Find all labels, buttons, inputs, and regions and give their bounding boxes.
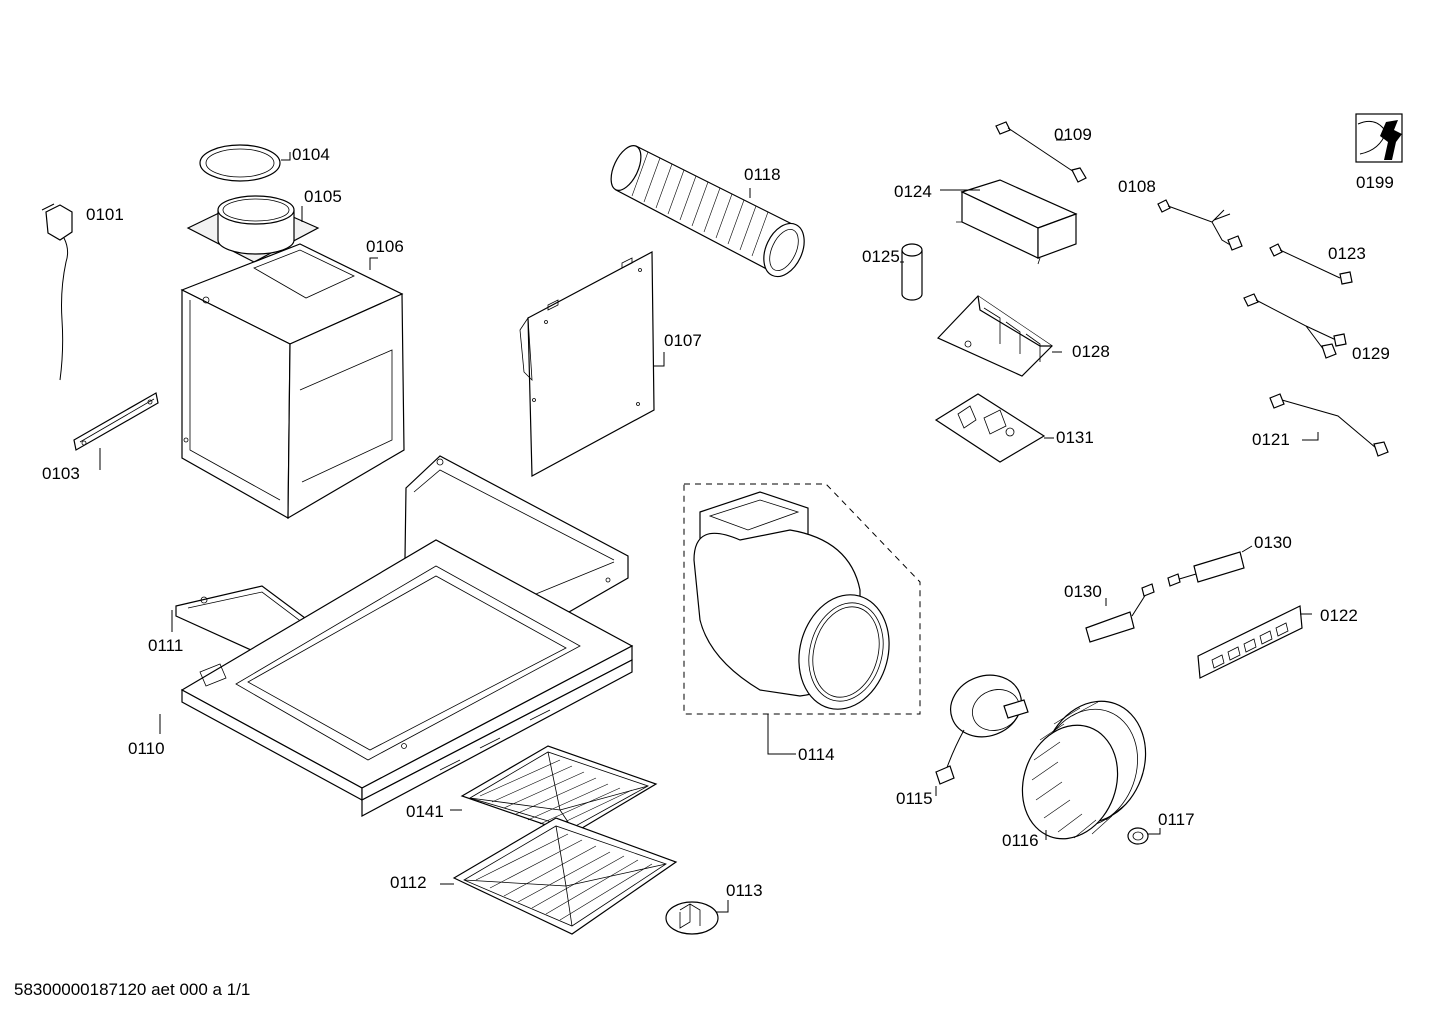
label-0122: 0122 (1320, 606, 1358, 625)
label-0129: 0129 (1352, 344, 1390, 363)
label-0112: 0112 (390, 873, 427, 892)
part-0116-impeller (1021, 700, 1147, 840)
part-0129-cable (1243, 293, 1347, 359)
label-0118: 0118 (744, 165, 781, 184)
part-0108-wiring (1157, 199, 1243, 251)
label-0115: 0115 (896, 789, 933, 808)
part-0130-switch-b (1085, 583, 1155, 643)
part-0125-capacitor (900, 243, 923, 301)
part-0123-cable (1269, 243, 1353, 285)
part-0109-cable (995, 121, 1087, 183)
wrench-service-icon (1355, 113, 1403, 163)
part-0141-grease-filter (450, 745, 658, 835)
label-0103: 0103 (42, 464, 80, 483)
label-0128: 0128 (1072, 342, 1110, 361)
label-0121: 0121 (1252, 430, 1290, 449)
label-0110: 0110 (128, 739, 165, 758)
label-0111: 0111 (148, 636, 183, 655)
part-0106-housing (180, 243, 405, 520)
part-0105-duct-collar (186, 195, 320, 263)
part-0115-motor (935, 674, 1029, 796)
label-0114: 0114 (798, 745, 835, 764)
label-0130-a: 0130 (1254, 533, 1292, 552)
part-0131-pcb (934, 393, 1054, 463)
label-0125: 0125 (862, 247, 900, 266)
part-0117-nut (1127, 827, 1161, 845)
part-0114-fan-housing (683, 483, 921, 755)
part-0101-power-plug (41, 203, 73, 381)
label-0108: 0108 (1118, 177, 1156, 196)
label-0199: 0199 (1356, 173, 1394, 192)
label-0130-b: 0130 (1064, 582, 1102, 601)
label-0101: 0101 (86, 205, 124, 224)
part-0124-electronics-box (940, 179, 1078, 265)
label-0124: 0124 (894, 182, 932, 201)
label-0117: 0117 (1158, 810, 1195, 829)
part-0122-button-board (1197, 605, 1312, 679)
label-0104: 0104 (292, 145, 330, 164)
label-0131: 0131 (1056, 428, 1094, 447)
label-0116: 0116 (1002, 831, 1039, 850)
label-0113: 0113 (726, 881, 763, 900)
label-0109: 0109 (1054, 125, 1092, 144)
label-0107: 0107 (664, 331, 702, 350)
part-0113-clip (665, 900, 729, 935)
part-0103-bracket (73, 392, 159, 470)
part-0128-relay-board (936, 295, 1062, 377)
label-0141: 0141 (406, 802, 444, 821)
part-0107-panel (519, 251, 665, 477)
part-0121-cable (1269, 393, 1389, 457)
drawing-number: 58300000187120 aet 000 a 1/1 (14, 980, 251, 999)
label-0106: 0106 (366, 237, 404, 256)
part-0130-switch-a (1167, 545, 1253, 587)
part-0104-seal-ring (199, 144, 291, 182)
part-0118-flex-hose (610, 145, 805, 278)
part-0110-base-frame (159, 539, 634, 817)
label-0123: 0123 (1328, 244, 1366, 263)
part-0112-filter-frame (440, 817, 678, 935)
label-0105: 0105 (304, 187, 342, 206)
